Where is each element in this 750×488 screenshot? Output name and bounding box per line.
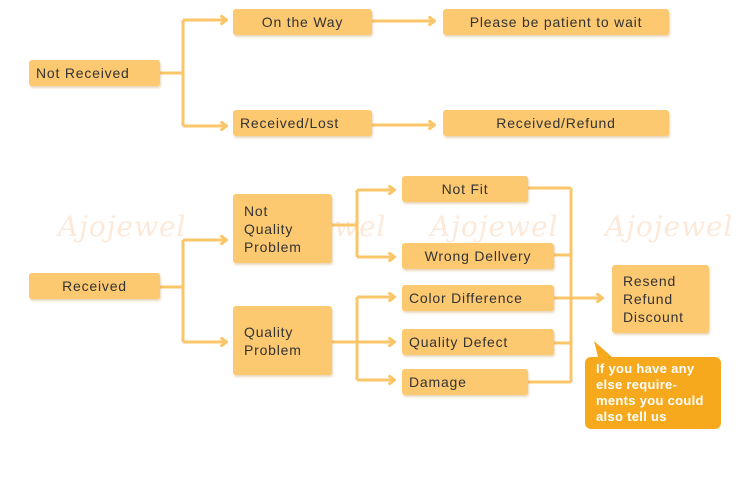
box-text-line: Resend (623, 273, 677, 289)
box-text-line: Quality (244, 220, 294, 237)
received-refund-box: Received/Refund (443, 110, 669, 136)
note-line: If you have any (596, 361, 695, 376)
color-difference-box: Color Difference (402, 285, 554, 311)
box-text-line: Discount (623, 309, 684, 325)
box-text-line: Problem (244, 341, 302, 358)
not-received-box: Not Received (29, 60, 160, 86)
note-pointer (594, 341, 612, 357)
box-text-line: Quality (244, 323, 294, 340)
watermark: Ajojewel (58, 210, 187, 243)
note-line: also tell us (596, 409, 667, 424)
watermark: Ajojewel (430, 210, 559, 243)
wait-box: Please be patient to wait (443, 9, 669, 35)
quality-problem-box: Quality Problem (233, 306, 332, 375)
note-line: ments you could (596, 393, 704, 408)
received-lost-box: Received/Lost (233, 110, 372, 136)
note-bubble: If you have any else require- ments you … (585, 357, 721, 429)
damage-box: Damage (402, 369, 528, 395)
note-line: else require- (596, 377, 678, 392)
box-text-line: Problem (244, 238, 302, 255)
not-fit-box: Not Fit (402, 176, 528, 202)
outcome-box: Resend Refund Discount (612, 265, 709, 333)
received-box: Received (29, 273, 160, 299)
not-quality-problem-box: Not Quality Problem (233, 194, 332, 263)
box-text-line: Refund (623, 291, 673, 307)
wrong-delivery-box: Wrong Dellvery (402, 243, 554, 269)
quality-defect-box: Quality Defect (402, 329, 554, 355)
on-the-way-box: On the Way (233, 9, 372, 35)
box-text-line: Not (244, 202, 269, 219)
watermark: Ajojewel (605, 210, 734, 243)
